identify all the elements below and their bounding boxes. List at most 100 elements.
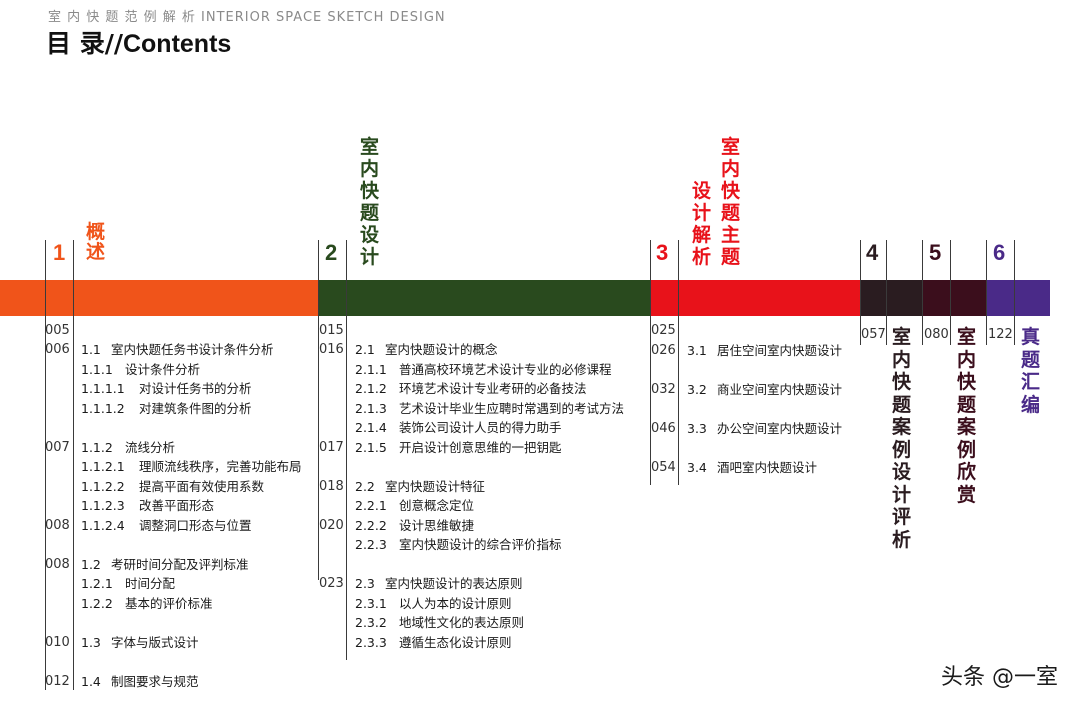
- toc-section-title: 酒吧室内快题设计: [717, 460, 818, 475]
- toc-page-number: 025: [651, 323, 676, 338]
- toc-section-title: 基本的评价标准: [125, 596, 213, 611]
- toc-section-number: 2.1: [355, 342, 375, 357]
- toc-section-number: 1.2: [81, 557, 101, 572]
- toc-section-title: 调整洞口形态与位置: [139, 518, 252, 533]
- bar-chapter-6: [986, 280, 1050, 316]
- toc-section-title: 制图要求与规范: [111, 674, 199, 689]
- toc-page-number: 026: [651, 343, 676, 358]
- toc-section-title: 遵循生态化设计原则: [399, 635, 512, 650]
- bar-chapter-2: [318, 280, 650, 316]
- chapter-6-page: 122: [988, 327, 1013, 342]
- toc-section-title: 改善平面形态: [139, 498, 215, 513]
- toc-section-number: 1.1.1.2: [81, 401, 125, 416]
- divider: [45, 240, 46, 690]
- toc-section-number: 2.2.3: [355, 537, 387, 552]
- toc-entry-text: 3.2 商业空间室内快题设计: [687, 381, 842, 399]
- toc-section-number: 2.3.3: [355, 635, 387, 650]
- toc-page-number: 015: [319, 323, 344, 338]
- toc-page-number: 012: [45, 674, 70, 689]
- bar-chapter-5: [922, 280, 986, 316]
- toc-section-title: 室内快题任务书设计条件分析: [111, 342, 274, 357]
- toc-section-number: 1.1.2: [81, 440, 113, 455]
- toc-section-title: 考研时间分配及评判标准: [111, 557, 249, 572]
- toc-section-title: 装饰公司设计人员的得力助手: [399, 420, 562, 435]
- toc-section-title: 居住空间室内快题设计: [717, 343, 843, 358]
- toc-section-title: 提高平面有效使用系数: [139, 479, 265, 494]
- toc-section-number: 2.1.2: [355, 381, 387, 396]
- toc-section-number: 3.2: [687, 382, 707, 397]
- divider: [1014, 240, 1015, 345]
- toc-section-number: 1.1.1: [81, 362, 113, 377]
- toc-section-title: 对建筑条件图的分析: [139, 401, 252, 416]
- toc-section-number: 1.1.2.1: [81, 459, 125, 474]
- divider: [650, 240, 651, 485]
- toc-page-number: 005: [45, 323, 70, 338]
- toc-section-number: 1.3: [81, 635, 101, 650]
- toc-entry-text: 1.1.1.1 对设计任务书的分析: [81, 380, 252, 398]
- toc-section-title: 创意概念定位: [399, 498, 475, 513]
- toc-section-number: 2.3.2: [355, 615, 387, 630]
- toc-entry-text: 2.2.2 设计思维敏捷: [355, 517, 474, 535]
- toc-section-title: 对设计任务书的分析: [139, 381, 252, 396]
- chapter-3-title-b: 设 计 解 析: [692, 180, 712, 268]
- toc-section-number: 1.2.1: [81, 576, 113, 591]
- toc-section-title: 办公空间室内快题设计: [717, 421, 843, 436]
- divider: [886, 240, 887, 345]
- toc-section-number: 1.4: [81, 674, 101, 689]
- toc-page-number: 006: [45, 342, 70, 357]
- toc-page-number: 032: [651, 382, 676, 397]
- toc-page-number: 018: [319, 479, 344, 494]
- toc-section-number: 2.2.2: [355, 518, 387, 533]
- toc-section-number: 1.1: [81, 342, 101, 357]
- toc-page-number: 054: [651, 460, 676, 475]
- toc-entry-text: 1.1.1.2 对建筑条件图的分析: [81, 400, 252, 418]
- toc-section-number: 1.1.2.4: [81, 518, 125, 533]
- toc-entry-text: 1.1.2.4 调整洞口形态与位置: [81, 517, 252, 535]
- chapter-1-number: 1: [53, 240, 66, 265]
- toc-section-number: 2.3: [355, 576, 375, 591]
- toc-section-title: 室内快题设计的综合评价指标: [399, 537, 562, 552]
- chapter-2-title: 室 内 快 题 设 计: [360, 136, 380, 268]
- toc-section-title: 设计思维敏捷: [399, 518, 475, 533]
- divider: [346, 240, 347, 660]
- toc-page-number: 007: [45, 440, 70, 455]
- divider: [73, 240, 74, 690]
- toc-section-number: 2.3.1: [355, 596, 387, 611]
- page-title: 目 录//Contents: [46, 24, 231, 60]
- toc-section-title: 商业空间室内快题设计: [717, 382, 843, 397]
- bar-chapter-3: [650, 280, 860, 316]
- toc-section-title: 时间分配: [125, 576, 176, 591]
- toc-entry-text: 2.1 室内快题设计的概念: [355, 341, 498, 359]
- chapter-6-title: 真 题 汇 编: [1021, 326, 1041, 416]
- divider: [678, 240, 679, 485]
- bar-chapter-4: [860, 280, 922, 316]
- toc-section-number: 2.1.4: [355, 420, 387, 435]
- toc-section-title: 室内快题设计的概念: [385, 342, 498, 357]
- toc-section-number: 2.1.5: [355, 440, 387, 455]
- toc-page-number: 008: [45, 557, 70, 572]
- toc-section-title: 以人为本的设计原则: [399, 596, 512, 611]
- toc-section-number: 3.3: [687, 421, 707, 436]
- toc-page-number: 017: [319, 440, 344, 455]
- toc-entry-text: 2.3.3 遵循生态化设计原则: [355, 634, 512, 652]
- divider: [922, 240, 923, 345]
- toc-section-title: 流线分析: [125, 440, 176, 455]
- divider: [950, 240, 951, 345]
- toc-section-number: 1.1.1.1: [81, 381, 125, 396]
- title-cn: 目 录//: [46, 29, 123, 58]
- chapter-4-number: 4: [866, 240, 879, 265]
- toc-section-title: 地域性文化的表达原则: [399, 615, 525, 630]
- title-en: Contents: [122, 30, 232, 58]
- toc-entry-text: 3.3 办公空间室内快题设计: [687, 420, 842, 438]
